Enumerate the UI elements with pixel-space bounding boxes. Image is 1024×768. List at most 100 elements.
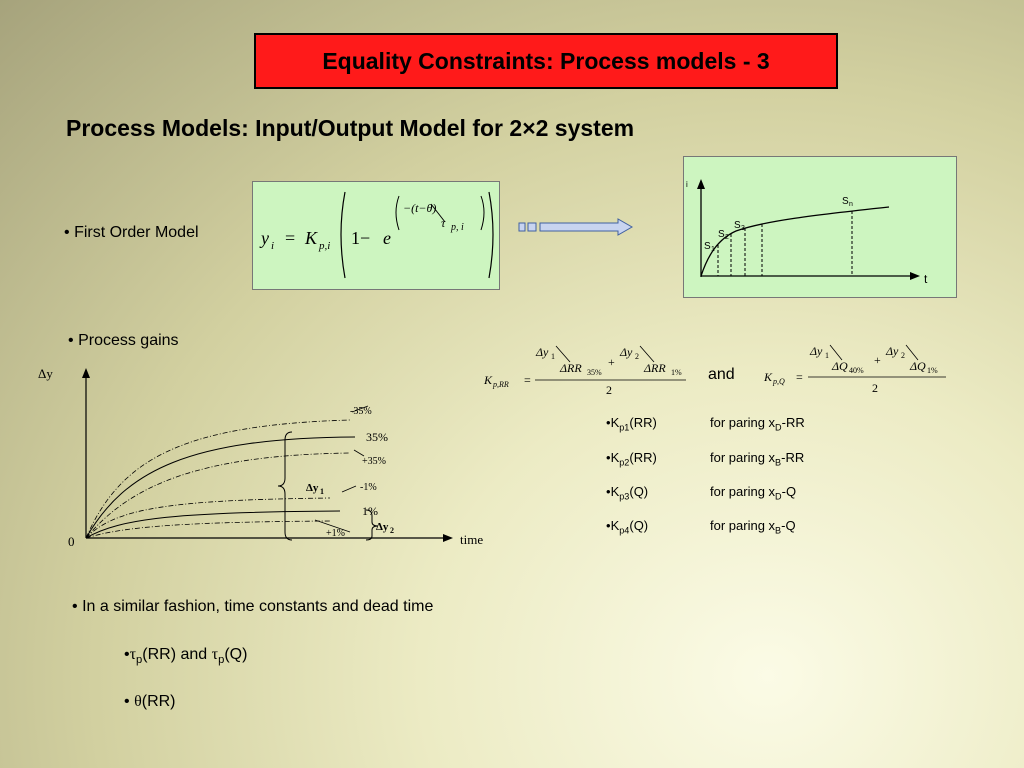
and-text: and	[708, 366, 735, 383]
plot-origin: 0	[68, 534, 75, 549]
slide-subtitle: Process Models: Input/Output Model for 2…	[66, 115, 634, 142]
bullet-glyph: •	[72, 598, 78, 615]
tau2-sub: p	[218, 654, 225, 667]
label-dy2: Δy	[376, 521, 389, 533]
pairing-k-sub: p4	[619, 525, 630, 536]
point-s3: S	[734, 220, 741, 231]
point-sn-sub: n	[849, 201, 853, 208]
eq-left-paren	[340, 191, 346, 279]
pairing-desc-sub: B	[775, 525, 782, 536]
f-q-k: K	[763, 370, 773, 384]
point-s1-sub: 1	[711, 246, 715, 253]
f-rr-dy1-sub: 1	[551, 352, 555, 361]
pairing-k-sub: p1	[619, 422, 630, 433]
eq-right-paren	[488, 191, 494, 279]
process-gains-bullet: • Process gains	[68, 332, 179, 350]
exp-slash	[430, 203, 446, 223]
eq-one-minus: 1−	[351, 228, 370, 248]
response-graph-box: y i t S 1 S 2 S 3 S n	[678, 156, 957, 298]
curve-1	[85, 510, 341, 539]
f-rr-drr2: ΔRR	[643, 361, 666, 375]
bullet-glyph: •	[64, 224, 70, 241]
pairing-desc-pre: for paring x	[710, 484, 776, 499]
bullet-glyph: •	[124, 693, 130, 710]
pairing-desc-pre: for paring x	[710, 450, 776, 465]
step-response-plot: Δy 0 time -35% 35% +35% -1% 1% +1% Δy 1 …	[38, 366, 483, 549]
f-rr-k: K	[483, 373, 493, 387]
f-q-dq1-sub: 40%	[849, 366, 864, 375]
pairing-arg: (Q)	[629, 484, 649, 499]
f-rr-dy2-sub: 2	[635, 352, 639, 361]
graph-x-label: t	[924, 272, 928, 286]
right-arrow-icon	[518, 218, 634, 236]
point-s1: S	[704, 241, 711, 252]
times-symbol: ×	[522, 115, 536, 141]
pairing-desc-sub: B	[775, 457, 782, 468]
exp-left-paren	[395, 195, 400, 231]
curve-35	[85, 436, 356, 539]
pairing-row-4: •Kp4(Q)	[606, 518, 648, 536]
brace-dy1	[277, 431, 293, 541]
f-rr-dy2: Δy	[619, 345, 633, 359]
eq-k: K	[304, 228, 318, 248]
f-q-dq1: ΔQ	[831, 359, 848, 373]
f-rr-dy1: Δy	[535, 345, 549, 359]
brace-dy2	[365, 509, 379, 541]
label-dy1: Δy	[306, 482, 319, 494]
f-q-dy2: Δy	[885, 344, 899, 358]
point-sn: S	[842, 196, 849, 207]
curve-minus35	[85, 419, 351, 539]
pairing-arg: (Q)	[629, 518, 649, 533]
theta-rest: (RR)	[141, 693, 176, 710]
first-order-equation-box: y i = K p,i 1− e −(t−θ) τ p, i	[252, 181, 500, 290]
pairing-k: K	[610, 415, 620, 430]
f-q-dq2: ΔQ	[909, 359, 926, 373]
point-s2-sub: 2	[725, 234, 729, 241]
f-q-plus: +	[874, 353, 881, 367]
eq-exp-den: τ	[441, 216, 446, 230]
tau-q: (Q)	[224, 646, 248, 663]
plot-x-label: time	[460, 532, 483, 547]
f-q-dy2-sub: 2	[901, 351, 905, 360]
f-q-eq: =	[796, 370, 803, 384]
pairing-desc-pre: for paring x	[710, 518, 776, 533]
label-minus35: -35%	[350, 406, 372, 417]
tau-item: •τp(RR) and τp(Q)	[124, 646, 247, 666]
exp-right-paren	[480, 195, 485, 231]
label-minus1: -1%	[360, 482, 377, 493]
point-s2: S	[718, 229, 725, 240]
pairing-k: K	[610, 450, 620, 465]
bullet-glyph: •	[606, 484, 611, 499]
tau2-symbol: τ	[211, 646, 219, 663]
f-rr-drr2-sub: 1%	[671, 368, 682, 377]
tau-symbol: τ	[129, 646, 137, 663]
tau-rr: (RR) and	[142, 646, 212, 663]
similar-fashion-text: In a similar fashion, time constants and…	[82, 598, 434, 615]
f-rr-drr1-sub: 35%	[587, 368, 602, 377]
slide-title: Equality Constraints: Process models - 3	[254, 33, 838, 89]
pairing-arg: (RR)	[629, 450, 657, 465]
point-s3-sub: 3	[741, 225, 745, 232]
pairing-k-sub: p2	[619, 457, 630, 468]
graph-y-sub: i	[686, 180, 688, 189]
eq-y-sub: i	[271, 240, 274, 252]
bullet-glyph: •	[68, 332, 74, 349]
curve-plus1	[85, 520, 331, 539]
bullet-glyph: •	[606, 415, 611, 430]
first-order-bullet: • First Order Model	[64, 224, 199, 242]
f-q-den: 2	[872, 381, 878, 395]
process-gains-label: Process gains	[78, 332, 179, 349]
theta-symbol: θ	[134, 693, 142, 710]
pairing-desc-pre: for paring x	[710, 415, 776, 430]
eq-exp-num: −(t−θ)	[403, 201, 436, 215]
eq-y: y	[259, 228, 269, 248]
label-plus35: +35%	[362, 456, 386, 467]
pairing-desc-sub: D	[775, 491, 782, 502]
f-rr-drr1: ΔRR	[559, 361, 582, 375]
eq-exp-den-sub: p, i	[450, 222, 464, 233]
subtitle-pre: Process Models: Input/Output Model for 2	[66, 115, 523, 141]
f-q-dy1-sub: 1	[825, 351, 829, 360]
eq-k-sub: p,i	[318, 240, 330, 252]
f-q-dq2-sub: 1%	[927, 366, 938, 375]
slide-title-text: Equality Constraints: Process models - 3	[322, 47, 770, 74]
